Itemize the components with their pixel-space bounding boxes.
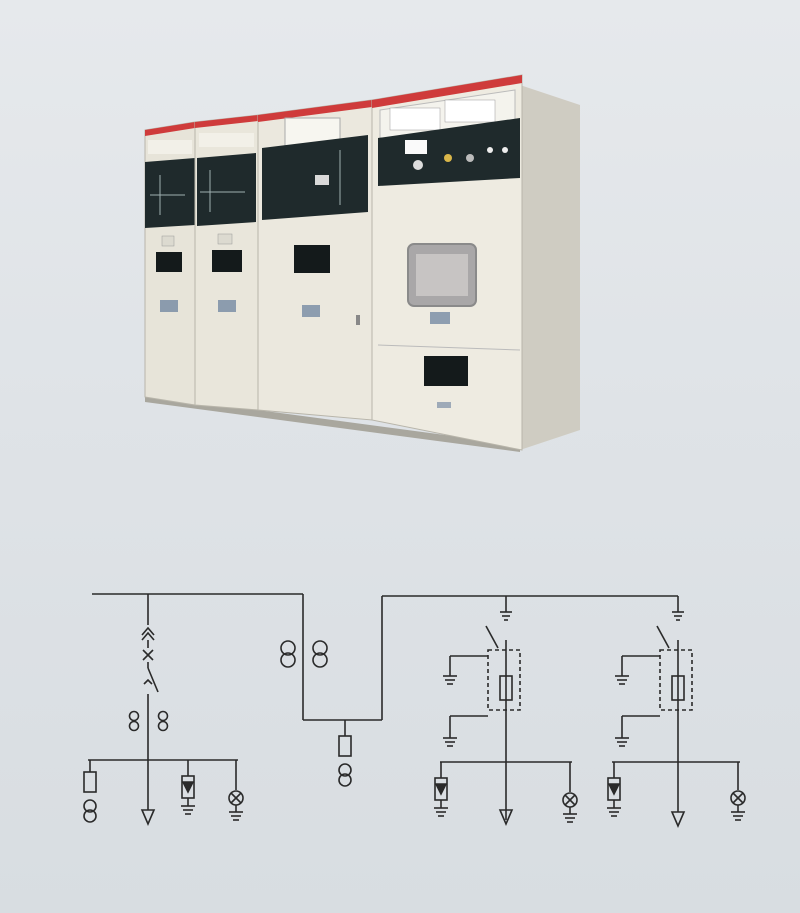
outgoing-arrow-icon — [670, 811, 686, 829]
cabinet-side — [520, 85, 580, 450]
vt-fuse-icon — [338, 735, 352, 757]
switch-icon — [147, 667, 159, 693]
feeder-right-b — [607, 596, 746, 829]
current-transformer-icon — [128, 710, 169, 732]
cabinet-1 — [144, 121, 196, 406]
outgoing-arrow-icon — [498, 809, 514, 827]
cabinet-2 — [194, 114, 259, 411]
feeder-right-a — [434, 596, 578, 827]
single-line-diagram — [83, 593, 746, 829]
fuse-icon — [499, 675, 513, 701]
cabinet-plinth — [145, 395, 520, 452]
fuse-enclosure — [487, 649, 521, 711]
disconnector-icon — [141, 626, 155, 636]
feeder-left — [83, 594, 244, 827]
cabinet-3 — [257, 99, 373, 421]
fuse-enclosure — [659, 649, 693, 711]
fuse-icon — [671, 675, 685, 701]
metering-section — [280, 594, 383, 787]
fuse-icon — [83, 771, 97, 793]
load-break-switch-icon — [485, 625, 499, 649]
outgoing-arrow-icon — [140, 809, 156, 827]
switchgear-photo — [144, 74, 580, 452]
cabinet-4 — [371, 74, 523, 451]
load-break-switch-icon — [656, 625, 670, 649]
